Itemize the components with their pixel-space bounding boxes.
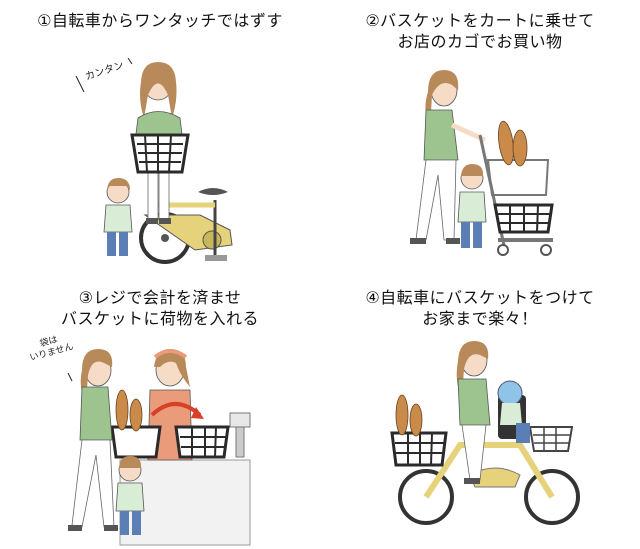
rear-wheel bbox=[524, 469, 580, 525]
step-1-caption: ①自転車からワンタッチではずす bbox=[0, 10, 320, 31]
step-3-illustration bbox=[67, 349, 251, 546]
shopping-cart-icon bbox=[478, 134, 554, 256]
step-2-line-1: バスケットをカートに乗せて bbox=[380, 11, 595, 30]
step-2-number: ② bbox=[365, 11, 381, 30]
register-icon bbox=[229, 412, 251, 428]
step-1-line-1: 自転車からワンタッチではずす bbox=[51, 11, 283, 30]
step-1-illustration bbox=[75, 57, 233, 264]
step-3-panel: ③レジで会計を済ませ バスケットに荷物を入れる 袋は いりません bbox=[0, 275, 320, 549]
step-2-panel: ②バスケットをカートに乗せて お店のカゴでお買い物 bbox=[320, 0, 640, 274]
step-2-caption: ②バスケットをカートに乗せて お店のカゴでお買い物 bbox=[320, 10, 640, 52]
step-4-line-1: 自転車にバスケットをつけて bbox=[380, 288, 595, 307]
bicycle-icon bbox=[139, 188, 233, 264]
step-4-caption: ④自転車にバスケットをつけて お家まで楽々！ bbox=[320, 287, 640, 329]
step-3-line-1: レジで会計を済ませ bbox=[93, 288, 242, 307]
child-figure bbox=[457, 164, 487, 248]
step-3-line-2: バスケットに荷物を入れる bbox=[60, 309, 259, 328]
step-4-line-2: お家まで楽々！ bbox=[422, 309, 538, 328]
rear-basket bbox=[528, 426, 574, 452]
step-2-line-2: お店のカゴでお買い物 bbox=[397, 32, 563, 51]
child-figure bbox=[497, 380, 530, 443]
child-figure bbox=[115, 456, 145, 535]
basket-icon bbox=[110, 425, 230, 459]
step-2-illustration bbox=[410, 70, 554, 256]
step-4-illustration bbox=[390, 341, 580, 525]
bread-icon bbox=[115, 389, 143, 432]
woman-figure bbox=[456, 341, 491, 484]
step-3-number: ③ bbox=[78, 288, 94, 307]
step-1-number: ① bbox=[37, 11, 52, 30]
helmet-icon bbox=[497, 380, 523, 406]
bicycle-icon bbox=[423, 442, 555, 499]
step-4-number: ④ bbox=[365, 288, 381, 307]
basket-icon bbox=[390, 394, 448, 467]
bread-icon bbox=[498, 120, 528, 167]
step-1-panel: ①自転車からワンタッチではずす カンタン bbox=[0, 0, 320, 274]
step-3-caption: ③レジで会計を済ませ バスケットに荷物を入れる bbox=[0, 287, 320, 329]
child-figure bbox=[103, 178, 133, 256]
basket-icon bbox=[130, 133, 190, 174]
step-4-panel: ④自転車にバスケットをつけて お家まで楽々！ bbox=[320, 275, 640, 549]
woman-figure bbox=[68, 349, 118, 531]
front-wheel bbox=[398, 469, 454, 525]
